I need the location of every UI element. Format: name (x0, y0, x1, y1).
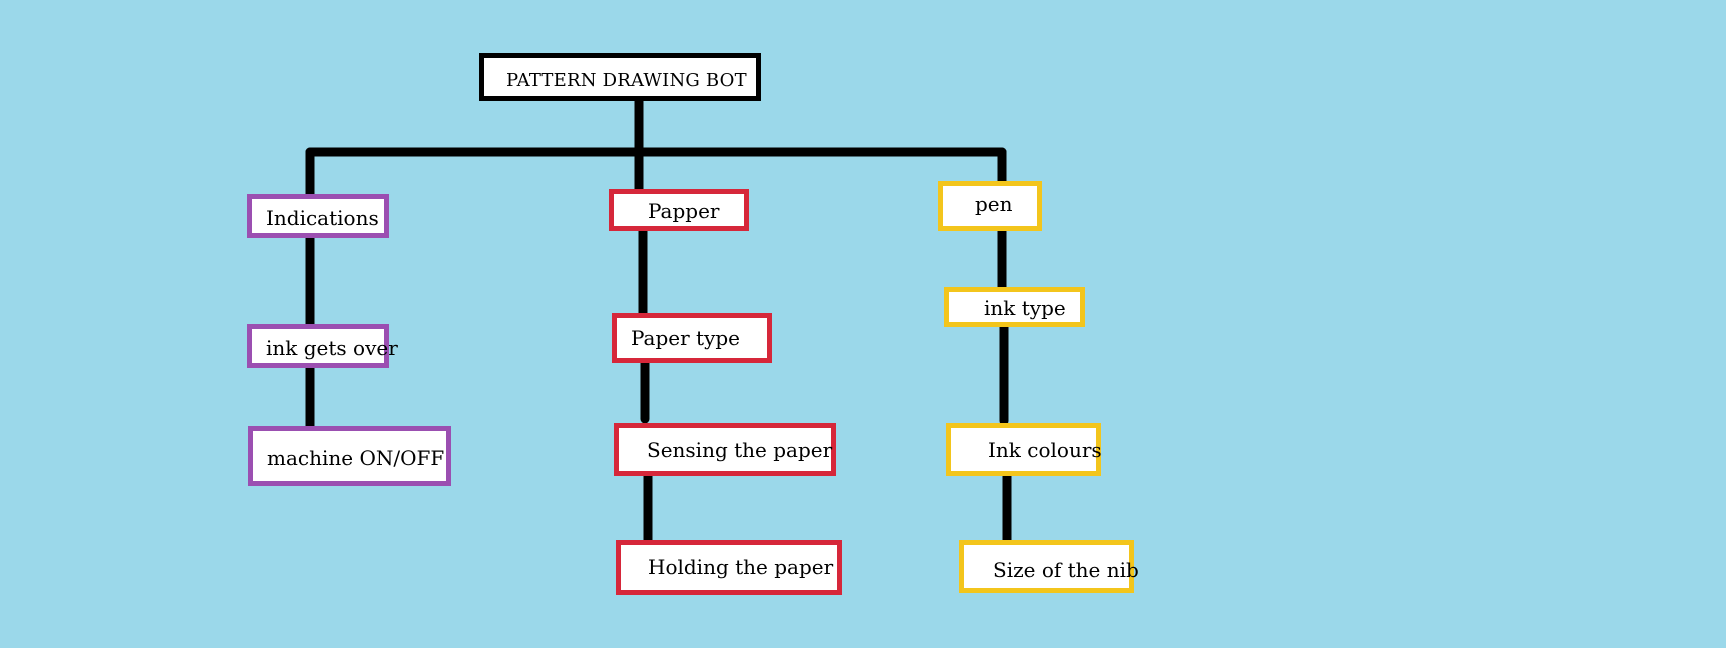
node-indications-label: Indications (266, 206, 379, 230)
node-paper-type: Paper type (612, 313, 772, 363)
node-ink-gets-over-label: ink gets over (266, 336, 398, 360)
node-machine-on-off: machine ON/OFF (248, 426, 451, 486)
node-paper-type-label: Paper type (631, 326, 741, 350)
node-ink-type-label: ink type (984, 296, 1066, 320)
node-size-of-the-nib: Size of the nib (959, 540, 1139, 593)
node-papper-label: Papper (648, 199, 720, 223)
root-node-label: PATTERN DRAWING BOT (506, 70, 747, 91)
node-pen-label: pen (975, 192, 1013, 216)
node-ink-type: ink type (944, 287, 1085, 327)
node-sensing-the-paper-label: Sensing the paper (647, 438, 833, 462)
node-machine-on-off-label: machine ON/OFF (267, 446, 445, 470)
node-size-of-the-nib-label: Size of the nib (993, 558, 1139, 582)
node-holding-the-paper-label: Holding the paper (648, 555, 834, 579)
node-ink-colours-label: Ink colours (988, 438, 1102, 462)
node-sensing-the-paper: Sensing the paper (614, 423, 836, 476)
root-node: PATTERN DRAWING BOT (479, 53, 761, 101)
node-ink-colours: Ink colours (946, 423, 1102, 476)
node-ink-gets-over: ink gets over (247, 324, 398, 368)
node-pen: pen (938, 181, 1042, 231)
node-holding-the-paper: Holding the paper (616, 540, 842, 595)
node-papper: Papper (609, 189, 749, 231)
node-indications: Indications (247, 194, 389, 238)
